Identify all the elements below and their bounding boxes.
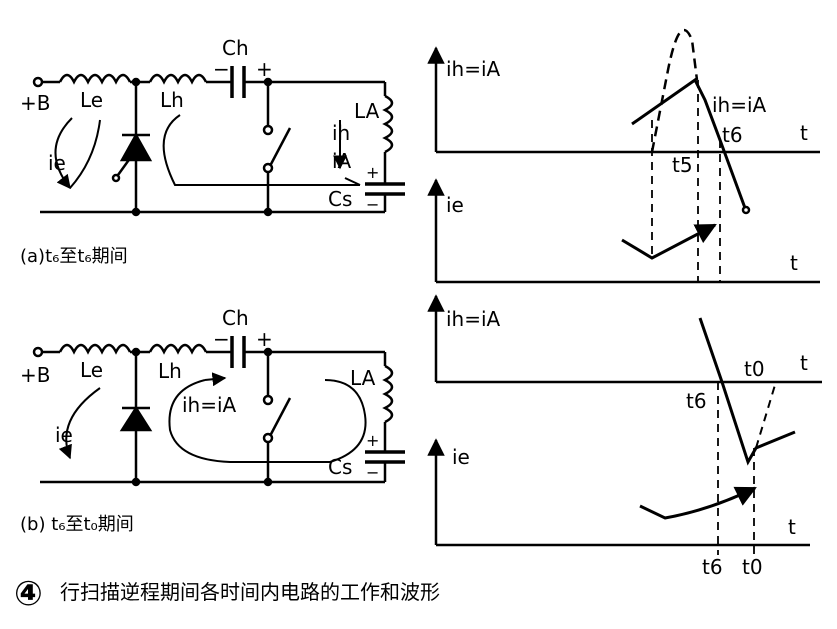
label-ie-b: ie (55, 423, 73, 447)
label-ch-minus-a: − (213, 57, 230, 81)
label-plus-b-b: +B (20, 363, 50, 387)
circuit-b-labels: +B Le Lh Ch − + LA ie ih=iA Cs + − (b) t… (20, 306, 379, 535)
label-ih-a: ih (332, 121, 350, 145)
inductor-lh-a (148, 73, 208, 85)
label-ch-b: Ch (222, 306, 249, 330)
label-le-b: Le (80, 358, 103, 382)
label-t-top-b: t (800, 351, 808, 375)
label-t0-bottom-b: t0 (742, 555, 763, 579)
label-t-bottom-a: t (790, 251, 798, 275)
label-le-a: Le (80, 88, 103, 112)
curve-dashed-a (650, 28, 699, 153)
label-ch-plus-a: + (256, 57, 273, 81)
label-t6-b: t6 (686, 389, 707, 413)
label-t-bottom-b: t (788, 515, 796, 539)
figure-caption: 行扫描逆程期间各时间内电路的工作和波形 (60, 580, 440, 604)
curve-ih-b (698, 317, 796, 466)
switch-b (262, 394, 274, 406)
inductor-la-a (382, 94, 394, 154)
label-la-b: LA (350, 366, 376, 390)
circuit-a (32, 66, 405, 217)
waveform-a-labels: ih=iA ie t t ih=iA t5 t6 (446, 57, 808, 275)
curve-dashed-b (755, 384, 776, 449)
label-lh-a: Lh (160, 88, 184, 112)
curve-ie-b (639, 486, 757, 520)
terminal-b-b (32, 346, 44, 358)
label-cs-minus-b: − (366, 463, 379, 482)
waveform-b-labels: ih=iA ie t t t6 t0 t6 t0 (446, 307, 808, 579)
current-loop-ih-a (162, 114, 360, 186)
label-t0-b: t0 (744, 357, 765, 381)
label-ie-a: ie (48, 151, 66, 175)
label-curve-ih-a: ih=iA (712, 93, 767, 117)
label-la-a: LA (354, 99, 380, 123)
circuit-a-labels: +B Le Lh Ch − + LA ie ih iA Cs + − (a)t₆… (20, 36, 380, 267)
switch-a (262, 124, 274, 136)
label-t6-bottom-b: t6 (702, 555, 723, 579)
waveform-a (427, 28, 820, 284)
label-cs-a: Cs (328, 187, 352, 211)
circuit-b (32, 336, 405, 487)
label-t-top-a: t (800, 121, 808, 145)
curve-ih-a (631, 77, 747, 209)
label-ie-axis-a: ie (446, 193, 464, 217)
label-ch-a: Ch (222, 36, 249, 60)
label-ia-a: iA (332, 149, 352, 173)
caption-a: (a)t₆至t₆期间 (20, 246, 128, 267)
label-ch-plus-b: + (256, 327, 273, 351)
inductor-lh-b (148, 343, 208, 355)
current-loop-ie-b (58, 387, 101, 460)
inductor-le-b (58, 343, 132, 355)
inductor-le-a (58, 73, 132, 85)
current-loop-ie-a (54, 117, 73, 190)
terminal-b-a (32, 76, 44, 88)
figure-number: ④ (14, 574, 43, 614)
label-t5-a: t5 (672, 153, 693, 177)
label-cs-b: Cs (328, 455, 352, 479)
label-t6-a: t6 (722, 123, 743, 147)
caption-b: (b) t₆至t₀期间 (20, 514, 134, 535)
inductor-la-b (382, 364, 394, 424)
current-loop-ih-b (168, 379, 367, 463)
label-cs-plus-a: + (366, 163, 379, 182)
thyristor-a (119, 132, 153, 162)
label-cs-plus-b: + (366, 431, 379, 450)
waveform-b (427, 294, 822, 555)
figure-title: ④ 行扫描逆程期间各时间内电路的工作和波形 (14, 574, 440, 614)
label-ch-minus-b: − (213, 327, 230, 351)
label-ih-axis-b: ih=iA (446, 307, 501, 331)
label-ie-axis-b: ie (452, 445, 470, 469)
label-cs-minus-a: − (366, 195, 379, 214)
curve-ie-a (621, 223, 717, 260)
label-plus-b-a: +B (20, 91, 50, 115)
label-lh-b: Lh (158, 359, 182, 383)
label-ih-axis-a: ih=iA (446, 57, 501, 81)
damper-diode-b (119, 405, 153, 432)
label-ih-ia-b: ih=iA (182, 393, 237, 417)
